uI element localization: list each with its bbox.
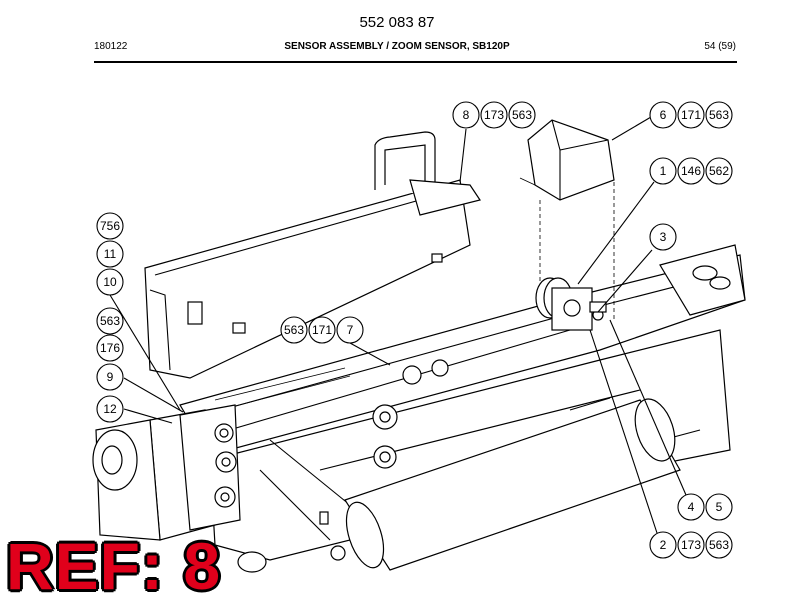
callout-4: 4 xyxy=(677,493,705,521)
header-divider xyxy=(94,61,737,63)
reference-label: REF: 8 xyxy=(6,529,222,603)
callout-173-top: 173 xyxy=(480,101,508,129)
callout-563-mid: 563 xyxy=(280,316,308,344)
svg-text:173: 173 xyxy=(484,108,504,122)
svg-text:171: 171 xyxy=(312,323,332,337)
callout-8: 8 xyxy=(452,101,480,129)
callout-7: 7 xyxy=(336,316,364,344)
svg-text:563: 563 xyxy=(100,314,120,328)
zoom-sensor-encoder xyxy=(535,277,607,331)
callout-173-bottom: 173 xyxy=(677,531,705,559)
callout-171-right: 171 xyxy=(677,101,705,129)
callout-171-mid: 171 xyxy=(308,316,336,344)
svg-text:1: 1 xyxy=(660,164,667,178)
svg-text:10: 10 xyxy=(103,275,117,289)
callout-1: 1 xyxy=(649,157,677,185)
callout-11: 11 xyxy=(96,240,124,268)
svg-text:146: 146 xyxy=(681,164,701,178)
callout-563-right: 563 xyxy=(705,101,733,129)
callout-563-left: 563 xyxy=(96,307,124,335)
callout-10: 10 xyxy=(96,268,124,296)
svg-text:7: 7 xyxy=(347,323,354,337)
page-number: 54 (59) xyxy=(704,41,736,52)
svg-text:11: 11 xyxy=(104,247,117,261)
svg-text:12: 12 xyxy=(103,402,117,416)
callout-3: 3 xyxy=(649,223,677,251)
header-date: 180122 xyxy=(94,41,128,52)
svg-text:6: 6 xyxy=(660,108,667,122)
svg-text:4: 4 xyxy=(688,500,695,514)
svg-text:562: 562 xyxy=(709,164,729,178)
callout-146: 146 xyxy=(677,157,705,185)
svg-text:563: 563 xyxy=(284,323,304,337)
svg-text:3: 3 xyxy=(660,230,667,244)
svg-text:563: 563 xyxy=(709,538,729,552)
sensor-cover xyxy=(519,119,615,322)
sensor-hood xyxy=(144,131,481,379)
svg-text:2: 2 xyxy=(660,538,667,552)
callout-2: 2 xyxy=(649,531,677,559)
callout-563-bottom: 563 xyxy=(705,531,733,559)
svg-text:756: 756 xyxy=(100,219,120,233)
callout-756: 756 xyxy=(96,212,124,240)
svg-text:5: 5 xyxy=(716,500,723,514)
svg-text:563: 563 xyxy=(709,108,729,122)
callout-12: 12 xyxy=(96,395,124,423)
callout-562: 562 xyxy=(705,157,733,185)
document-title: SENSOR ASSEMBLY / ZOOM SENSOR, SB120P xyxy=(284,41,510,52)
svg-text:171: 171 xyxy=(681,108,701,122)
callout-176: 176 xyxy=(96,334,124,362)
svg-text:9: 9 xyxy=(107,370,114,384)
svg-text:563: 563 xyxy=(512,108,532,122)
leader-lines xyxy=(109,116,687,534)
svg-text:176: 176 xyxy=(100,341,120,355)
svg-text:8: 8 xyxy=(463,108,470,122)
callout-9: 9 xyxy=(96,363,124,391)
callout-6: 6 xyxy=(649,101,677,129)
callout-563-top: 563 xyxy=(508,101,536,129)
svg-text:173: 173 xyxy=(681,538,701,552)
callout-5: 5 xyxy=(705,493,733,521)
document-number: 552 083 87 xyxy=(359,14,435,31)
